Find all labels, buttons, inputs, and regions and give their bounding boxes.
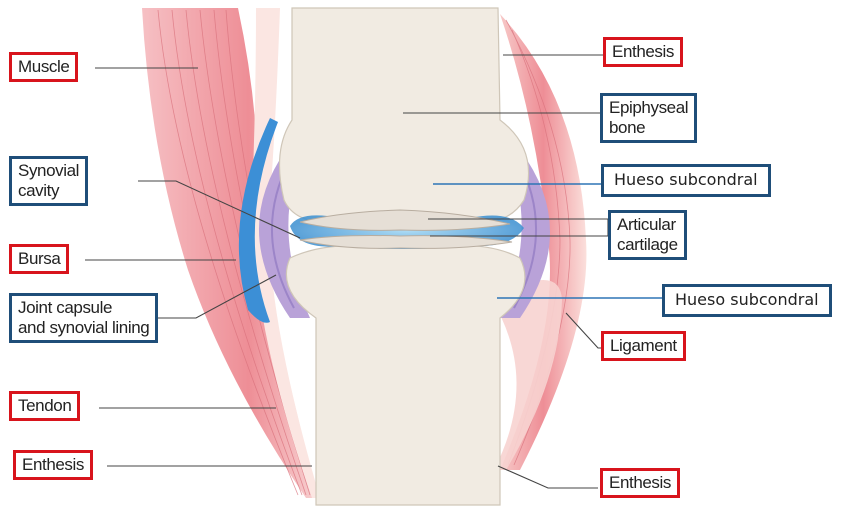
epiphyseal-bone-label: Epiphyseal bone (600, 93, 697, 143)
upper-bone (280, 8, 529, 223)
ligament-label: Ligament (601, 331, 686, 361)
articular-line1: Articular (617, 215, 678, 235)
enthesis-top-label: Enthesis (603, 37, 683, 67)
epiphyseal-line1: Epiphyseal (609, 98, 688, 118)
articular-cartilage-label: Articular cartilage (608, 210, 687, 260)
synovial-line1: Synovial (18, 161, 79, 181)
hueso-subcondral-upper-label: Hueso subcondral (601, 164, 771, 197)
capsule-line1: Joint capsule (18, 298, 149, 318)
hueso-subcondral-lower-label: Hueso subcondral (662, 284, 832, 317)
enthesis-left-label: Enthesis (13, 450, 93, 480)
synovial-line2: cavity (18, 181, 79, 201)
tendon-label: Tendon (9, 391, 80, 421)
bursa-label: Bursa (9, 244, 69, 274)
synovial-cavity-label: Synovial cavity (9, 156, 88, 206)
epiphyseal-line2: bone (609, 118, 688, 138)
joint-capsule-label: Joint capsule and synovial lining (9, 293, 158, 343)
enthesis-bottom-right-label: Enthesis (600, 468, 680, 498)
muscle-label: Muscle (9, 52, 78, 82)
articular-line2: cartilage (617, 235, 678, 255)
capsule-line2: and synovial lining (18, 318, 149, 338)
lower-bone (286, 245, 525, 505)
